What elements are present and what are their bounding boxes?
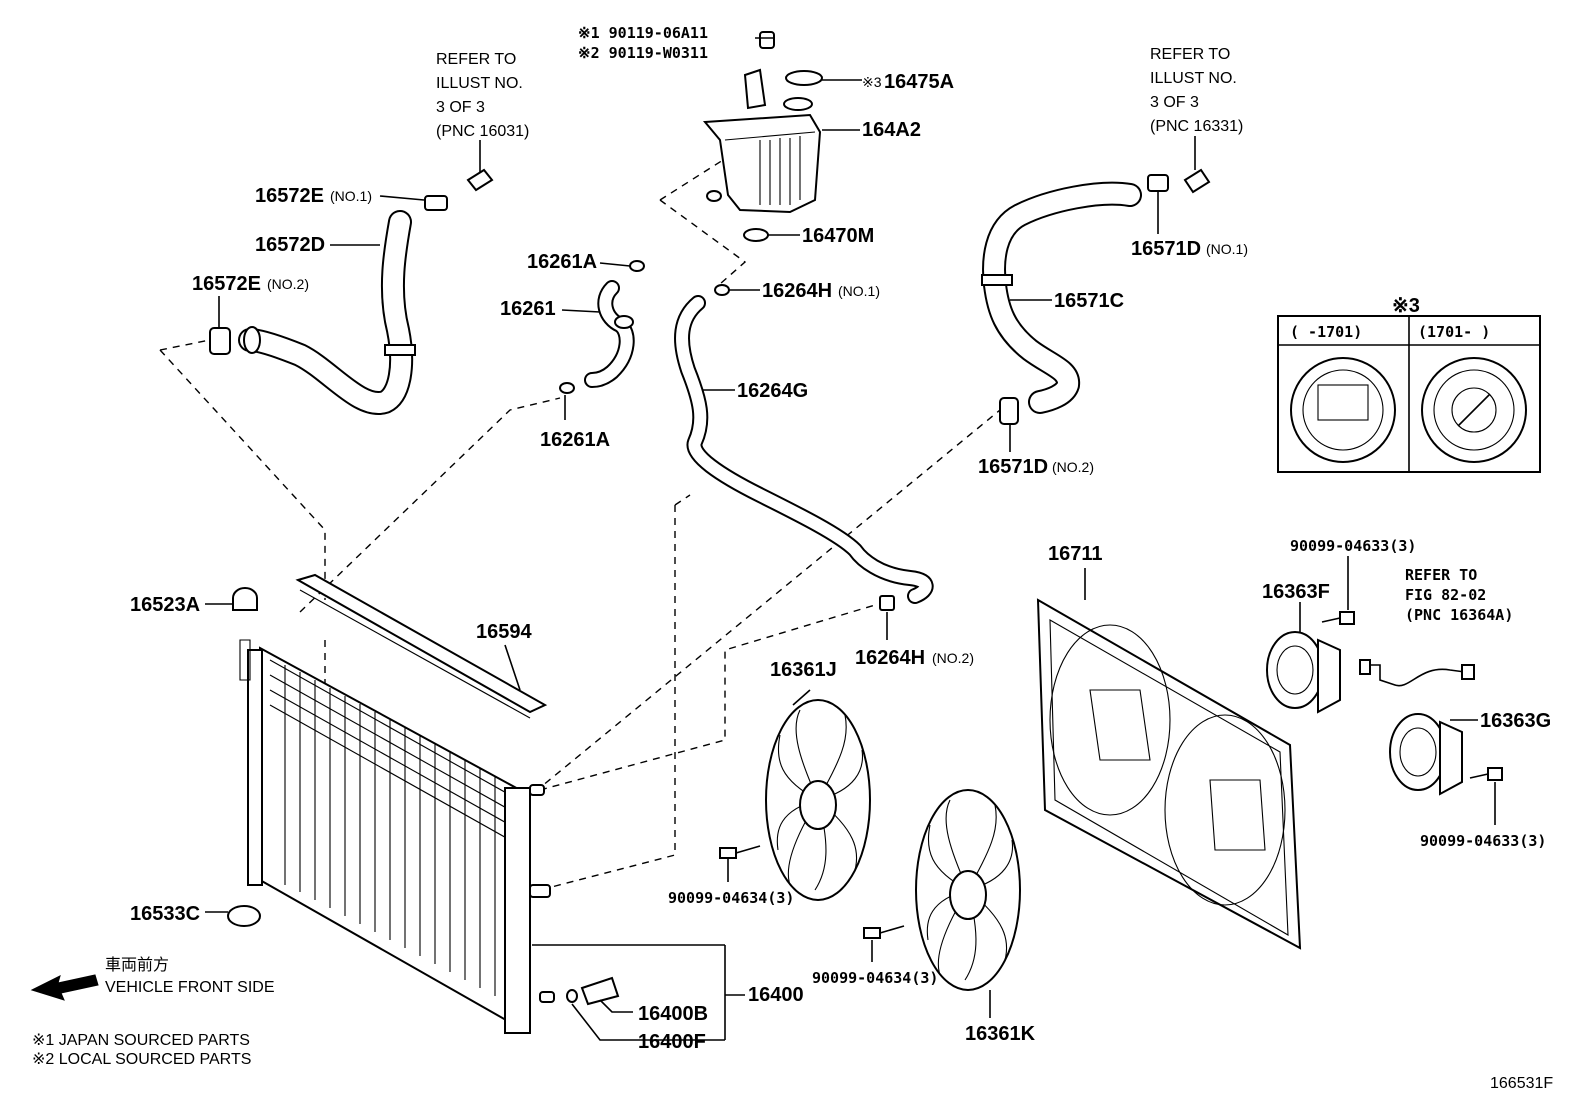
direction-jp: 車両前方 bbox=[105, 956, 169, 974]
svg-text:(NO.1): (NO.1) bbox=[330, 188, 372, 204]
hose-lower-16571C bbox=[981, 168, 1211, 452]
part-labels: ※1 90119-06A11 ※2 90119-W0311 ※3 16475A … bbox=[130, 24, 1551, 1053]
label-16400F: 16400F bbox=[638, 1031, 706, 1053]
label-16572E-no1: 16572E bbox=[255, 185, 324, 207]
bolt-motor-b bbox=[1469, 767, 1503, 825]
motor-16363G bbox=[1389, 713, 1478, 796]
svg-text:FIG 82-02: FIG 82-02 bbox=[1405, 586, 1486, 604]
inset-col2: (1701- ) bbox=[1418, 323, 1490, 341]
label-16400B: 16400B bbox=[638, 1003, 708, 1025]
svg-text:(NO.1): (NO.1) bbox=[1206, 241, 1248, 257]
label-16363F: 16363F bbox=[1262, 581, 1330, 603]
bolt-label-2: ※2 90119-W0311 bbox=[578, 44, 708, 62]
svg-text:REFER TO: REFER TO bbox=[1405, 566, 1477, 584]
cushion-16533C bbox=[205, 905, 261, 927]
label-16261A-upper: 16261A bbox=[527, 251, 597, 273]
label-16363G: 16363G bbox=[1480, 710, 1551, 732]
motor-16363F bbox=[1266, 602, 1475, 714]
label-16571D-no1: 16571D bbox=[1131, 238, 1201, 260]
note-local-sourced: ※2 LOCAL SOURCED PARTS bbox=[32, 1051, 251, 1068]
svg-text:REFER TO: REFER TO bbox=[1150, 46, 1230, 63]
cushion-16523A bbox=[205, 587, 258, 611]
cap-16475A bbox=[785, 70, 862, 86]
svg-text:(NO.2): (NO.2) bbox=[267, 276, 309, 292]
note-japan-sourced: ※1 JAPAN SOURCED PARTS bbox=[32, 1032, 250, 1049]
label-16361K: 16361K bbox=[965, 1023, 1036, 1045]
svg-text:ILLUST NO.: ILLUST NO. bbox=[436, 75, 523, 92]
svg-text:(NO.2): (NO.2) bbox=[1052, 459, 1094, 475]
legend-notes: ※1 JAPAN SOURCED PARTS ※2 LOCAL SOURCED … bbox=[32, 1032, 251, 1068]
label-16572D: 16572D bbox=[255, 234, 325, 256]
drain-plug-16400B-16400F bbox=[566, 976, 725, 1041]
bolt-fan-b bbox=[863, 925, 905, 962]
label-16361J: 16361J bbox=[770, 659, 837, 681]
fan-16361J bbox=[765, 689, 871, 901]
refer-note-fig: REFER TO FIG 82-02 (PNC 16364A) bbox=[1405, 566, 1513, 624]
svg-text:3 OF 3: 3 OF 3 bbox=[436, 99, 485, 116]
label-90099-04634-b: 90099-04634(3) bbox=[812, 969, 938, 987]
label-16523A: 16523A bbox=[130, 594, 200, 616]
label-16470M: 16470M bbox=[802, 225, 874, 247]
label-16264H-no2: 16264H bbox=[855, 647, 925, 669]
label-16264G: 16264G bbox=[737, 380, 808, 402]
svg-text:ILLUST NO.: ILLUST NO. bbox=[1150, 70, 1237, 87]
connection-lines bbox=[159, 159, 1001, 891]
label-16261: 16261 bbox=[500, 298, 556, 320]
label-16571D-no2: 16571D bbox=[978, 456, 1048, 478]
svg-text:REFER TO: REFER TO bbox=[436, 51, 516, 68]
fan-shroud-16711 bbox=[1036, 568, 1302, 950]
hose-16261 bbox=[559, 260, 645, 420]
svg-text:(NO.1): (NO.1) bbox=[838, 283, 880, 299]
direction-en: VEHICLE FRONT SIDE bbox=[105, 979, 275, 996]
label-90099-04633-b: 90099-04633(3) bbox=[1420, 832, 1546, 850]
radiator-16400 bbox=[239, 639, 745, 1040]
hose-upper-16572D bbox=[209, 168, 494, 415]
bolt-fan-a bbox=[719, 845, 761, 882]
label-16400: 16400 bbox=[748, 984, 804, 1006]
refer-note-right: REFER TO ILLUST NO. 3 OF 3 (PNC 16331) bbox=[1150, 46, 1243, 170]
label-16572E-no2: 16572E bbox=[192, 273, 261, 295]
hose-16264G bbox=[674, 284, 934, 640]
inset-title: ※3 bbox=[1392, 295, 1420, 317]
figure-id: 166531F bbox=[1490, 1075, 1553, 1092]
support-16594 bbox=[295, 573, 548, 719]
label-16264H-no1: 16264H bbox=[762, 280, 832, 302]
inset-col1: ( -1701) bbox=[1290, 323, 1362, 341]
bolt-label-1: ※1 90119-06A11 bbox=[578, 24, 708, 42]
reservoir-tank-164A2 bbox=[702, 31, 822, 214]
svg-text:(NO.2): (NO.2) bbox=[932, 650, 974, 666]
label-90099-04633-a: 90099-04633(3) bbox=[1290, 537, 1416, 555]
bolt-motor-a bbox=[1321, 556, 1355, 625]
label-164A2: 164A2 bbox=[862, 119, 921, 141]
label-16711: 16711 bbox=[1048, 543, 1103, 565]
label-16475A: 16475A bbox=[884, 71, 954, 93]
label-90099-04634-a: 90099-04634(3) bbox=[668, 889, 794, 907]
label-16571C: 16571C bbox=[1054, 290, 1124, 312]
svg-text:(PNC 16331): (PNC 16331) bbox=[1150, 118, 1243, 135]
svg-text:(PNC 16031): (PNC 16031) bbox=[436, 123, 529, 140]
refer-note-left: REFER TO ILLUST NO. 3 OF 3 (PNC 16031) bbox=[436, 51, 529, 175]
label-16261A-lower: 16261A bbox=[540, 429, 610, 451]
label-16594: 16594 bbox=[476, 621, 532, 643]
plug-16470M bbox=[743, 228, 800, 242]
svg-text:※3: ※3 bbox=[862, 74, 882, 90]
svg-text:3 OF 3: 3 OF 3 bbox=[1150, 94, 1199, 111]
cap-variants-inset: ※3 ( -1701) (1701- ) bbox=[1277, 295, 1541, 473]
vehicle-front-arrow: 車両前方 VEHICLE FRONT SIDE bbox=[30, 956, 275, 1001]
fan-16361K bbox=[915, 789, 1021, 1018]
svg-text:(PNC 16364A): (PNC 16364A) bbox=[1405, 606, 1513, 624]
label-16533C: 16533C bbox=[130, 903, 200, 925]
